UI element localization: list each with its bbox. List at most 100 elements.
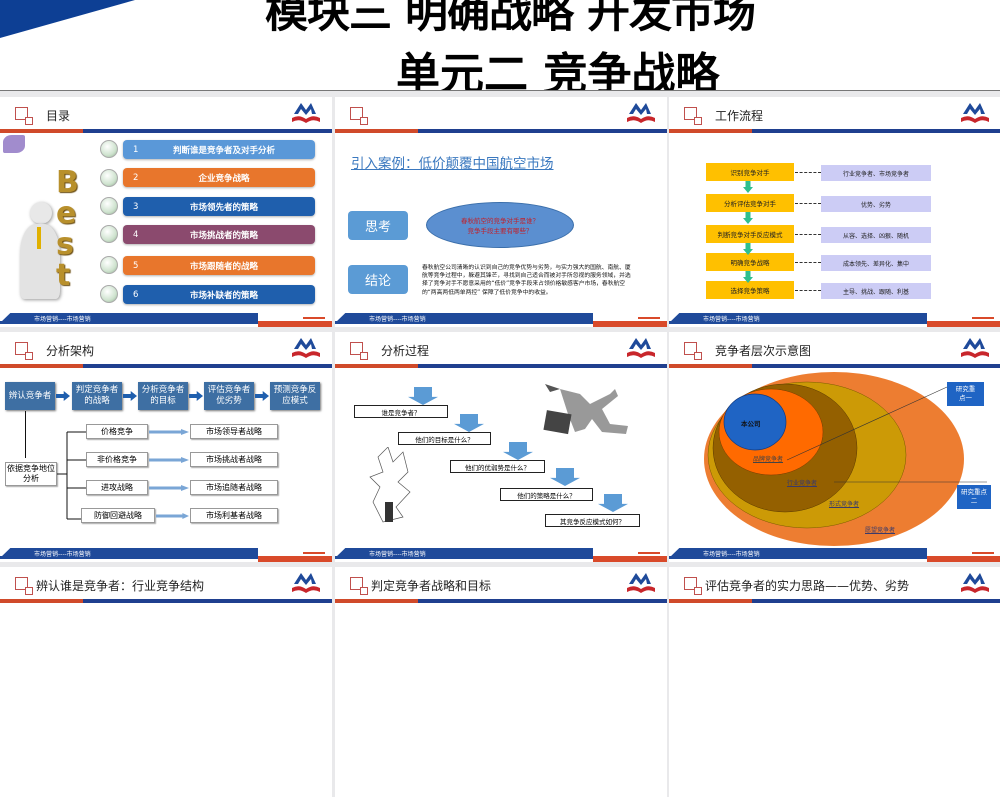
footer-red [593, 321, 667, 327]
right-arrow-icon [255, 391, 269, 401]
cover-slide: 模块三 明确战略 开发市场 单元二 竞争战略 [0, 0, 1000, 91]
arrow-icon [149, 429, 189, 435]
school-logo-icon [627, 573, 655, 593]
header-square-icon [684, 342, 702, 360]
flow-detail: 主导、挑战、跟随、利基 [821, 283, 931, 299]
slide-title: 分析过程 [381, 344, 430, 358]
runner-icon [3, 135, 25, 153]
dash-connector [795, 290, 821, 291]
school-logo-icon [627, 103, 655, 123]
flow-step: 分析评估竞争对手 [706, 194, 794, 212]
header-square-icon [15, 342, 33, 360]
framework-step: 评估竞争者优劣势 [204, 382, 254, 410]
question-box: 他们的策略是什么？ [500, 488, 593, 501]
header-square-icon [684, 107, 702, 125]
slide-case[interactable]: 引入案例：低价颠覆中国航空市场 思考 春秋航空的竞争对手是谁？ 竞争手段主要有哪… [335, 97, 667, 327]
label-company: 本公司 [741, 420, 761, 428]
levels-diagram [704, 372, 987, 546]
slide-process[interactable]: 分析过程 谁是竞争者？ 他们的目标是什么？ 他们的优弱势是什么？ 他们的策略是什… [335, 332, 667, 562]
bulb-icon [100, 169, 118, 187]
slide-title: 工作流程 [715, 109, 764, 123]
question-box: 他们的目标是什么？ [398, 432, 491, 445]
footer-text: 市场营销----市场营销 [703, 316, 760, 323]
toc-num: 6 [133, 289, 139, 300]
bulb-icon [100, 197, 118, 215]
toc-label: 企业竞争战略 [198, 173, 250, 184]
arrow-icon [149, 457, 189, 463]
flow-detail: 成本领先、差异化、集中 [821, 255, 931, 271]
footer-text: 市场营销----市场营销 [369, 551, 426, 558]
footer-red-mark [303, 552, 325, 554]
arrow-icon [156, 513, 189, 519]
footer-bar [0, 548, 258, 558]
strategy-box: 进攻战略 [86, 480, 148, 495]
question-ellipse: 春秋航空的竞争对手是谁？ 竞争手段主要有哪些？ [426, 202, 574, 248]
slide-workflow[interactable]: 工作流程 识别竞争对手 分析评估竞争对手 判断竞争对手反应模式 明确竞争战略 选… [669, 97, 1000, 327]
framework-step: 分析竞争者的目标 [138, 382, 188, 410]
header-bar [669, 364, 1000, 368]
school-logo-icon [627, 338, 655, 358]
down-arrow-icon [408, 387, 438, 405]
footer-text: 市场营销----市场营销 [703, 551, 760, 558]
toc-num: 5 [133, 260, 139, 271]
question-box: 谁是竞争者？ [354, 405, 448, 418]
footer-red-mark [972, 552, 994, 554]
flow-detail: 行业竞争者、市场竞争者 [821, 165, 931, 181]
flow-detail: 优势、劣势 [821, 196, 931, 212]
down-arrow-icon [454, 414, 484, 432]
best-word: Best [56, 165, 79, 293]
framework-step: 预测竞争反应模式 [270, 382, 320, 410]
down-arrow-icon [743, 212, 753, 224]
toc-label: 市场跟随者的战略 [189, 261, 258, 272]
conclusion-box: 结论 [348, 265, 408, 294]
dash-connector [795, 234, 821, 235]
school-logo-icon [961, 573, 989, 593]
footer-red-mark [638, 552, 660, 554]
slide-strength-assessment[interactable]: 评估竞争者的实力思路——优势、劣势 [669, 567, 1000, 797]
footer-line [0, 556, 332, 559]
header-square-icon [350, 107, 368, 125]
toc-item-5[interactable]: 5 市场跟随者的战略 [123, 256, 315, 275]
slide-industry-structure[interactable]: 辨认谁是竞争者：行业竞争结构 [0, 567, 332, 797]
label-industry: 行业竞争者 [787, 480, 818, 487]
school-logo-icon [292, 103, 320, 123]
slide-strategy-goals[interactable]: 判定竞争者战略和目标 [335, 567, 667, 797]
framework-step: 判定竞争者的战略 [72, 382, 122, 410]
slide-framework[interactable]: 分析架构 辨认竞争者 判定竞争者的战略 分析竞争者的目标 评估竞争者优劣势 预测… [0, 332, 332, 562]
footer-line [335, 321, 667, 324]
running-man-icon [543, 384, 628, 435]
header-square-icon [684, 577, 702, 595]
dash-connector [795, 172, 821, 173]
toc-label: 市场领先者的策略 [189, 202, 258, 213]
footer-red-mark [638, 317, 660, 319]
slide-title: 判定竞争者战略和目标 [371, 579, 492, 593]
right-arrow-icon [56, 391, 70, 401]
strategy-box: 价格竞争 [86, 424, 148, 439]
down-arrow-icon [743, 181, 753, 193]
bracket-connector [57, 431, 86, 520]
label-brand: 品牌竞争者 [753, 456, 784, 463]
footer-text: 市场营销----市场营销 [369, 316, 426, 323]
pointer-line-1 [786, 386, 948, 461]
footer-red-mark [972, 317, 994, 319]
bulb-icon [100, 225, 118, 243]
slide-levels[interactable]: 竞争者层次示意图 本公司 品牌竞争者 行业竞争者 形式竞争者 愿望竞争者 研究重… [669, 332, 1000, 562]
footer-line [335, 556, 667, 559]
flow-step: 判断竞争对手反应模式 [706, 225, 794, 243]
strategy-box: 非价格竞争 [86, 452, 148, 467]
header-square-icon [15, 107, 33, 125]
cover-triangle [0, 0, 135, 38]
toc-item-6[interactable]: 6 市场补缺者的策略 [123, 285, 315, 304]
toc-label: 市场补缺者的策略 [189, 290, 258, 301]
header-bar [669, 129, 1000, 133]
footer-red [258, 556, 332, 562]
focus-box-2: 研究重点二 [957, 485, 991, 509]
question-1: 春秋航空的竞争对手是谁？ [461, 217, 539, 225]
cover-title-1: 模块三 明确战略 开发市场 [265, 0, 756, 38]
down-arrow-icon [598, 494, 628, 512]
